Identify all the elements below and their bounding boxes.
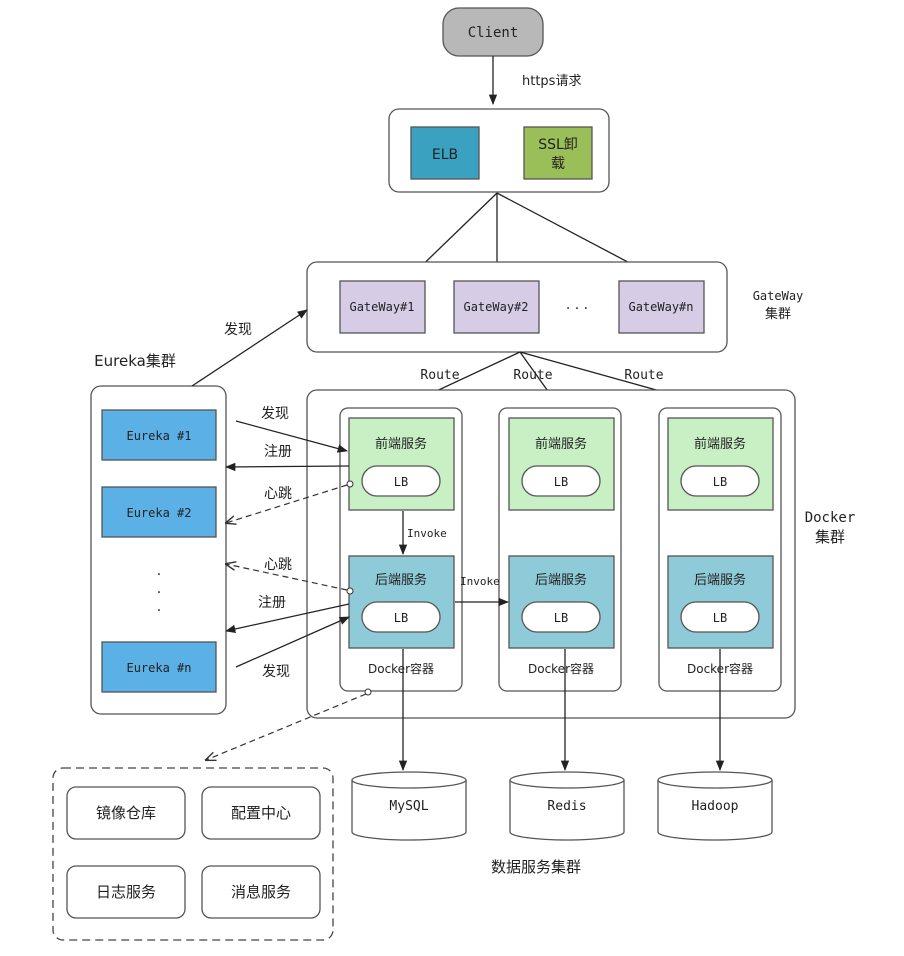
redis-database: Redis xyxy=(509,771,625,841)
route-label-3: Route xyxy=(624,368,663,383)
gateway-ellipsis: · · · xyxy=(566,301,588,317)
frontend-register-arrow xyxy=(224,462,350,472)
config-center-label: 配置中心 xyxy=(231,804,291,822)
docker-container-3: 前端服务 LB 后端服务 LB Docker容器 xyxy=(658,407,782,692)
gateway-cluster-label-2: 集群 xyxy=(765,306,791,322)
docker-container-1-label: Docker容器 xyxy=(368,661,434,676)
frontend-discover-arrow xyxy=(235,420,349,453)
mirror-registry-label: 镜像仓库 xyxy=(96,804,156,822)
eureka-vdot-2: · xyxy=(157,585,161,601)
backend-discover-arrow xyxy=(235,616,350,668)
backend-lb-2-label: LB xyxy=(554,611,568,625)
eureka-cluster-title: Eureka集群 xyxy=(94,352,176,370)
backend-heartbeat-origin xyxy=(346,587,354,595)
frontend-service-2-label: 前端服务 xyxy=(535,436,587,452)
gateway-discover-label: 发现 xyxy=(224,322,252,338)
client-label: Client xyxy=(468,25,519,41)
eureka-cluster-group xyxy=(90,385,227,715)
docker-cluster-label-1: Docker xyxy=(805,510,856,526)
frontend-lb-1 xyxy=(361,465,441,497)
invoke-label-1: Invoke xyxy=(407,527,447,540)
route-label-2: Route xyxy=(513,368,552,383)
message-service-label: 消息服务 xyxy=(231,883,291,901)
redis-label: Redis xyxy=(547,799,586,814)
hadoop-database: Hadoop xyxy=(657,771,773,841)
backend-register-label: 注册 xyxy=(258,595,286,611)
frontend-lb-2-label: LB xyxy=(554,475,568,489)
mysql-database: MySQL xyxy=(351,771,467,841)
frontend-service-3-label: 前端服务 xyxy=(694,436,746,452)
docker-cluster-label-2: 集群 xyxy=(815,528,845,546)
frontend-heartbeat-origin xyxy=(346,480,354,488)
backend-discover-label: 发现 xyxy=(262,664,290,680)
backend-lb-3-label: LB xyxy=(713,611,727,625)
infra-link-arrow xyxy=(206,693,367,760)
gateway-cluster-label-1: GateWay xyxy=(753,289,804,303)
docker-container-2: 前端服务 LB 后端服务 LB Docker容器 xyxy=(498,407,622,692)
gateway-2-label: GateWay#2 xyxy=(463,300,528,314)
eureka-n-label: Eureka #n xyxy=(126,661,191,675)
ssl-offload-node: SSL卸 载 xyxy=(523,126,593,180)
eureka-vdot-1: · xyxy=(157,567,161,583)
backend-service-2-label: 后端服务 xyxy=(535,572,587,588)
eureka-n-node: Eureka #n xyxy=(101,641,217,693)
frontend-lb-3-label: LB xyxy=(713,475,727,489)
eureka-2-node: Eureka #2 xyxy=(101,486,217,538)
backend-lb-1-label: LB xyxy=(394,611,408,625)
hadoop-label: Hadoop xyxy=(692,799,739,814)
backend-lb-3 xyxy=(680,601,760,633)
frontend-register-label: 注册 xyxy=(264,444,292,460)
eureka-vdot-3: · xyxy=(157,603,161,619)
config-center-node: 配置中心 xyxy=(201,786,321,840)
gateway-n-node: GateWay#n xyxy=(618,280,705,334)
ssl-label-line2: 载 xyxy=(551,156,565,172)
mirror-registry-node: 镜像仓库 xyxy=(66,786,186,840)
ssl-label-line1: SSL卸 xyxy=(538,137,578,153)
eureka-1-label: Eureka #1 xyxy=(126,429,191,443)
backend-register-arrow xyxy=(224,603,350,634)
gateway-1-node: GateWay#1 xyxy=(339,280,426,334)
elb-label: ELB xyxy=(432,147,458,163)
frontend-service-1-label: 前端服务 xyxy=(375,436,427,452)
elb-node: ELB xyxy=(410,126,480,180)
backend-lb-2 xyxy=(521,601,601,633)
mysql-label: MySQL xyxy=(389,799,428,814)
eureka-2-label: Eureka #2 xyxy=(126,506,191,520)
frontend-lb-3 xyxy=(680,465,760,497)
log-service-node: 日志服务 xyxy=(66,865,186,919)
docker-container-1: 前端服务 LB 后端服务 LB Docker容器 xyxy=(339,407,463,692)
message-service-node: 消息服务 xyxy=(201,865,321,919)
frontend-heartbeat-arrow xyxy=(226,484,348,523)
backend-service-1-label: 后端服务 xyxy=(375,572,427,588)
gateway-discover-arrow xyxy=(191,309,308,387)
frontend-discover-label: 发现 xyxy=(261,406,289,422)
frontend-lb-1-label: LB xyxy=(394,475,408,489)
route-label-1: Route xyxy=(420,368,459,383)
client-node: Client xyxy=(442,7,544,57)
backend-lb-1 xyxy=(361,601,441,633)
invoke-label-2: Invoke xyxy=(460,575,500,588)
https-label: https请求 xyxy=(522,74,581,89)
backend-heartbeat-label: 心跳 xyxy=(264,557,292,573)
docker-container-2-label: Docker容器 xyxy=(528,661,594,676)
log-service-label: 日志服务 xyxy=(96,883,156,901)
frontend-lb-2 xyxy=(521,465,601,497)
data-cluster-label: 数据服务集群 xyxy=(491,858,581,876)
eureka-1-node: Eureka #1 xyxy=(101,409,217,461)
infra-link-origin xyxy=(364,688,372,696)
gateway-1-label: GateWay#1 xyxy=(349,300,414,314)
gateway-2-node: GateWay#2 xyxy=(453,280,540,334)
gateway-n-label: GateWay#n xyxy=(628,300,693,314)
backend-service-3-label: 后端服务 xyxy=(694,572,746,588)
frontend-heartbeat-label: 心跳 xyxy=(264,486,292,502)
backend-heartbeat-arrow xyxy=(226,564,348,591)
